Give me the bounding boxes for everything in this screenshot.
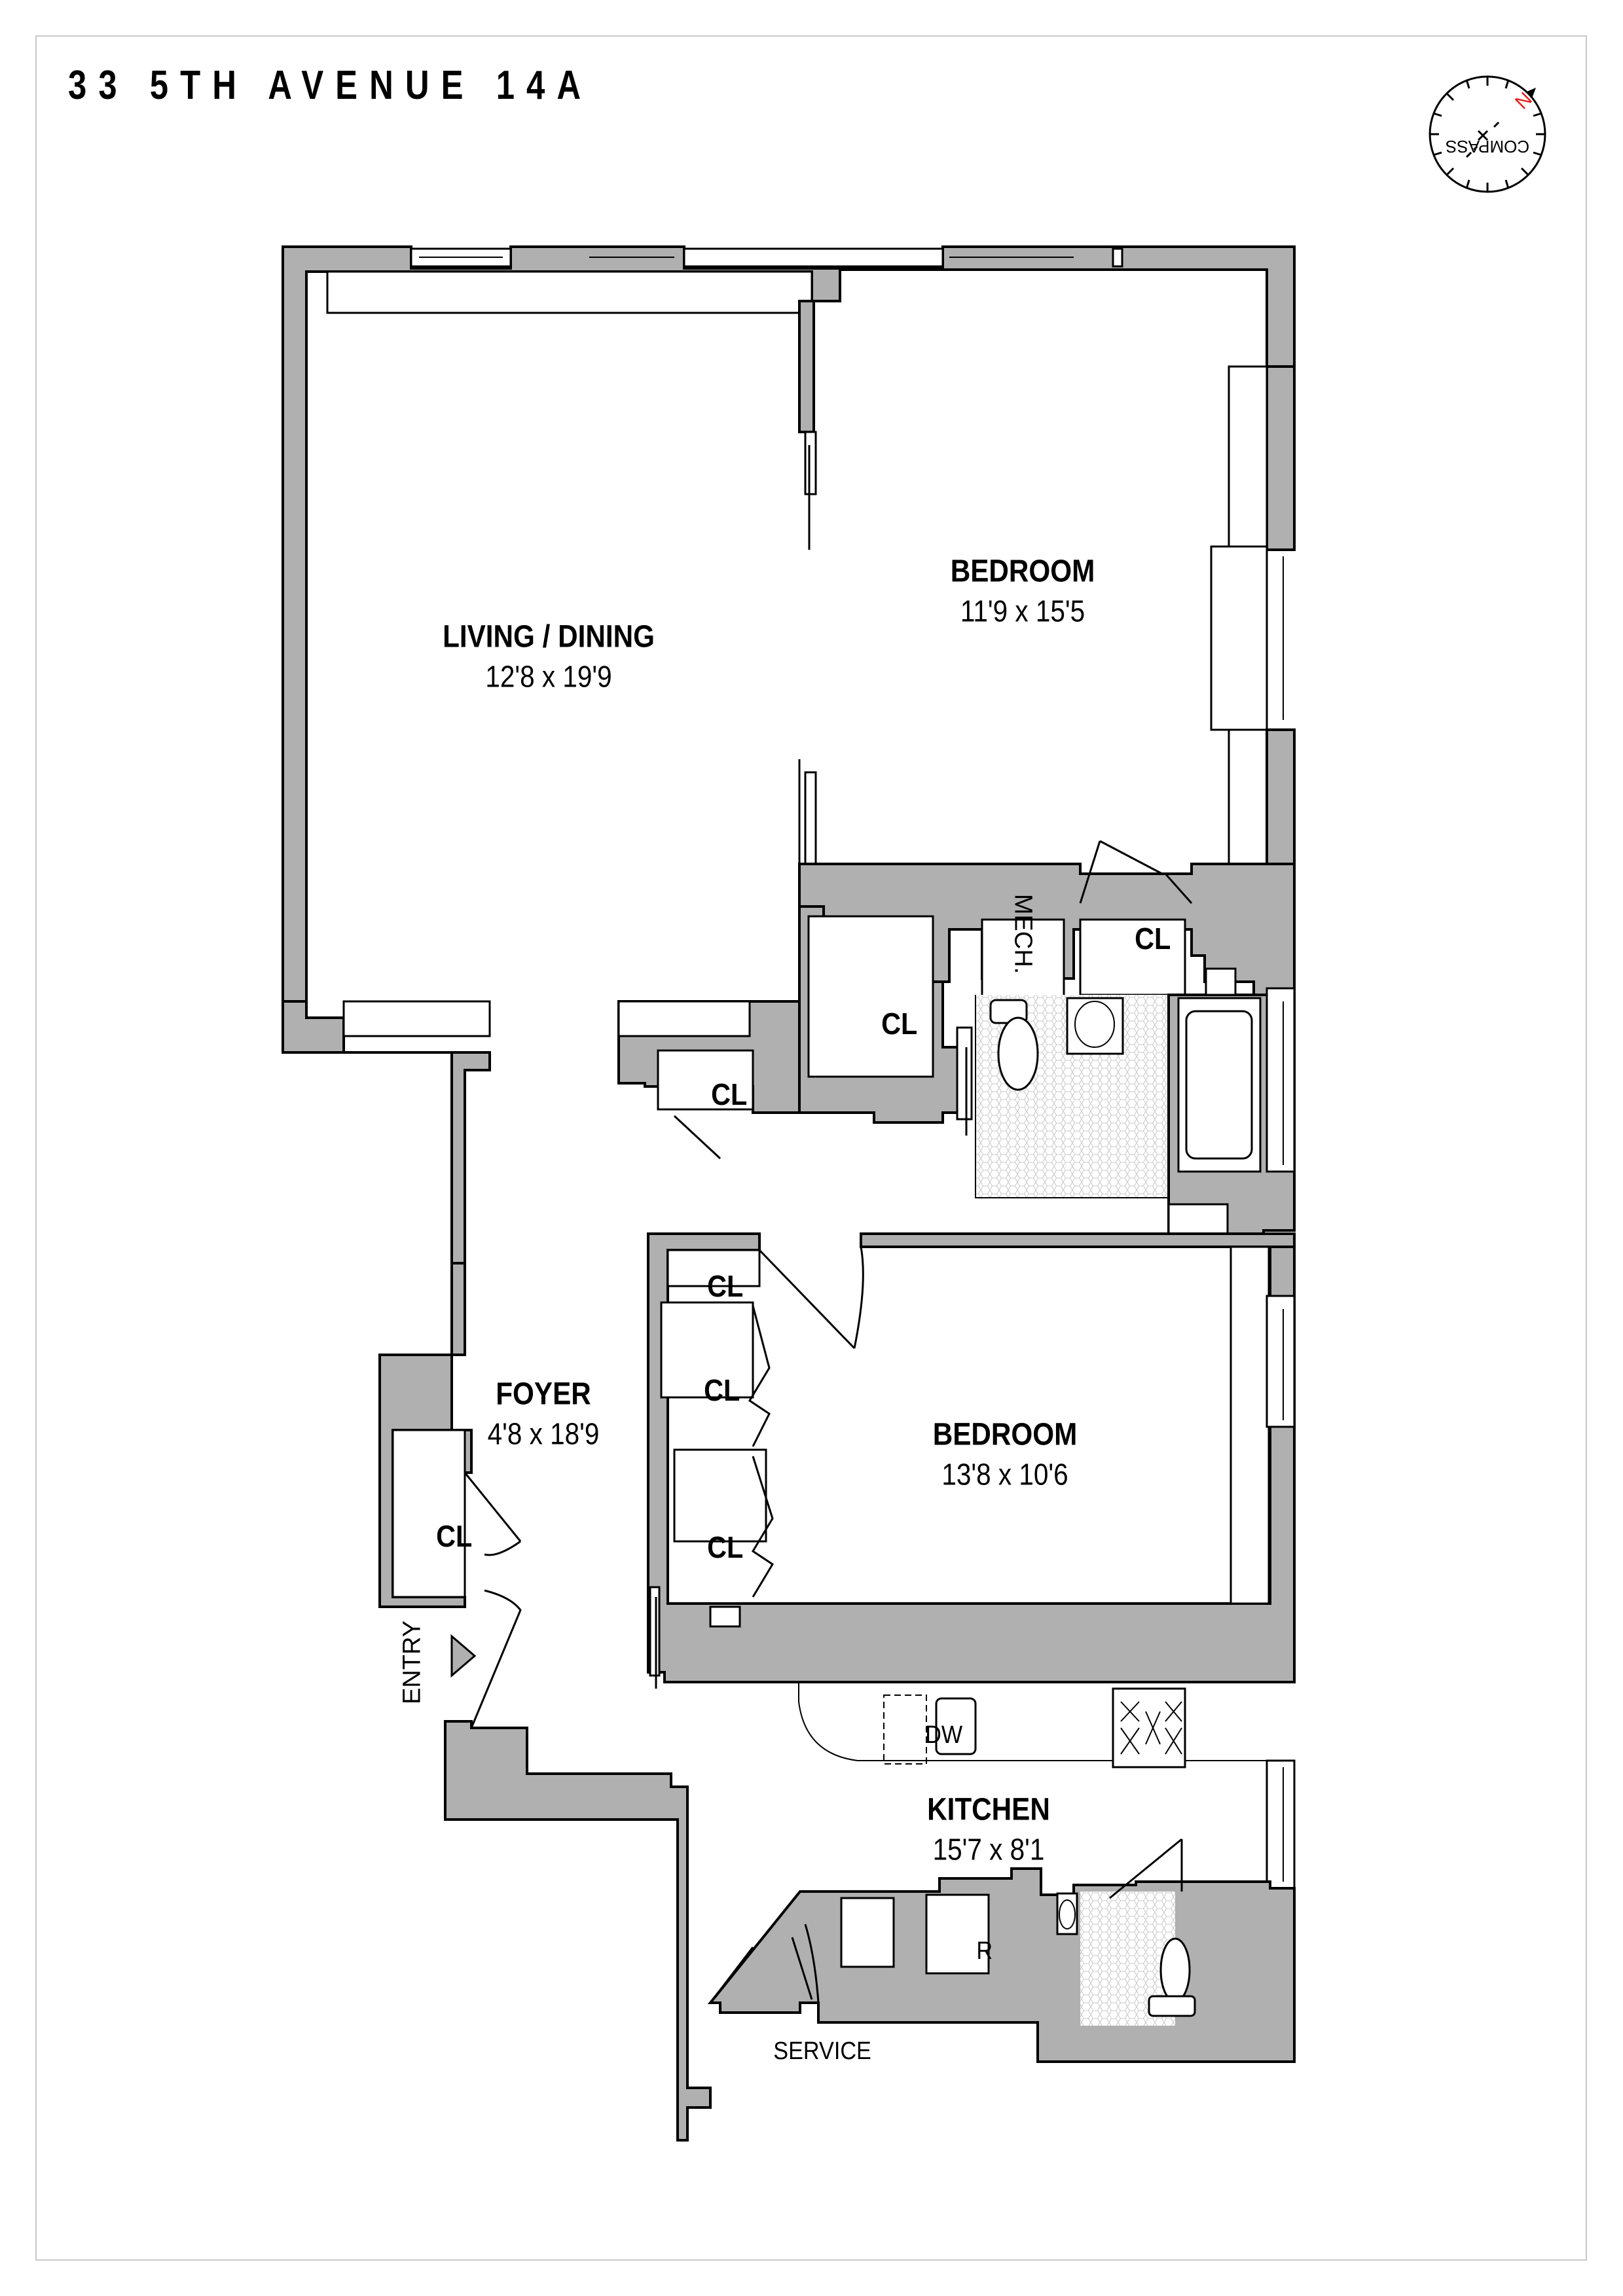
room-name: BEDROOM [950,554,1095,589]
room-kitchen: KITCHEN 15'7 x 8'1 [919,1792,1058,1867]
closet-label: CL [1135,922,1171,956]
refrigerator-label: R [976,1937,993,1965]
closet-label: CL [711,1077,748,1111]
room-bedroom-2: BEDROOM 13'8 x 10'6 [923,1417,1087,1492]
room-foyer: FOYER 4'8 x 18'9 [480,1376,607,1452]
room-name: BEDROOM [932,1417,1078,1452]
entry-label: ENTRY [398,1620,426,1705]
closet-label: CL [704,1373,740,1407]
service-label: SERVICE [773,2037,871,2065]
room-living-dining: LIVING / DINING 12'8 x 19'9 [428,619,669,694]
closet-label: CL [881,1007,918,1041]
room-name: KITCHEN [927,1792,1050,1827]
room-dimensions: 15'7 x 8'1 [932,1832,1045,1867]
compass-text: COMPASS [1446,137,1529,156]
closet-label: CL [707,1530,744,1564]
entry-arrow-icon [450,1634,477,1678]
room-bedroom-1: BEDROOM 11'9 x 15'5 [941,554,1105,629]
room-dimensions: 12'8 x 19'9 [485,659,612,694]
room-dimensions: 11'9 x 15'5 [960,594,1085,628]
page-frame [35,35,1587,2261]
page-title: 33 5TH AVENUE 14A [68,63,593,108]
dishwasher-label: DW [925,1721,963,1749]
room-dimensions: 4'8 x 18'9 [487,1416,600,1451]
compass-icon: N COMPASS [1429,75,1546,193]
closet-label: CL [436,1519,473,1553]
mech-label: MECH. [1009,893,1037,975]
room-dimensions: 13'8 x 10'6 [941,1457,1068,1492]
room-name: LIVING / DINING [443,619,655,655]
room-name: FOYER [496,1376,591,1412]
closet-label: CL [707,1269,744,1303]
